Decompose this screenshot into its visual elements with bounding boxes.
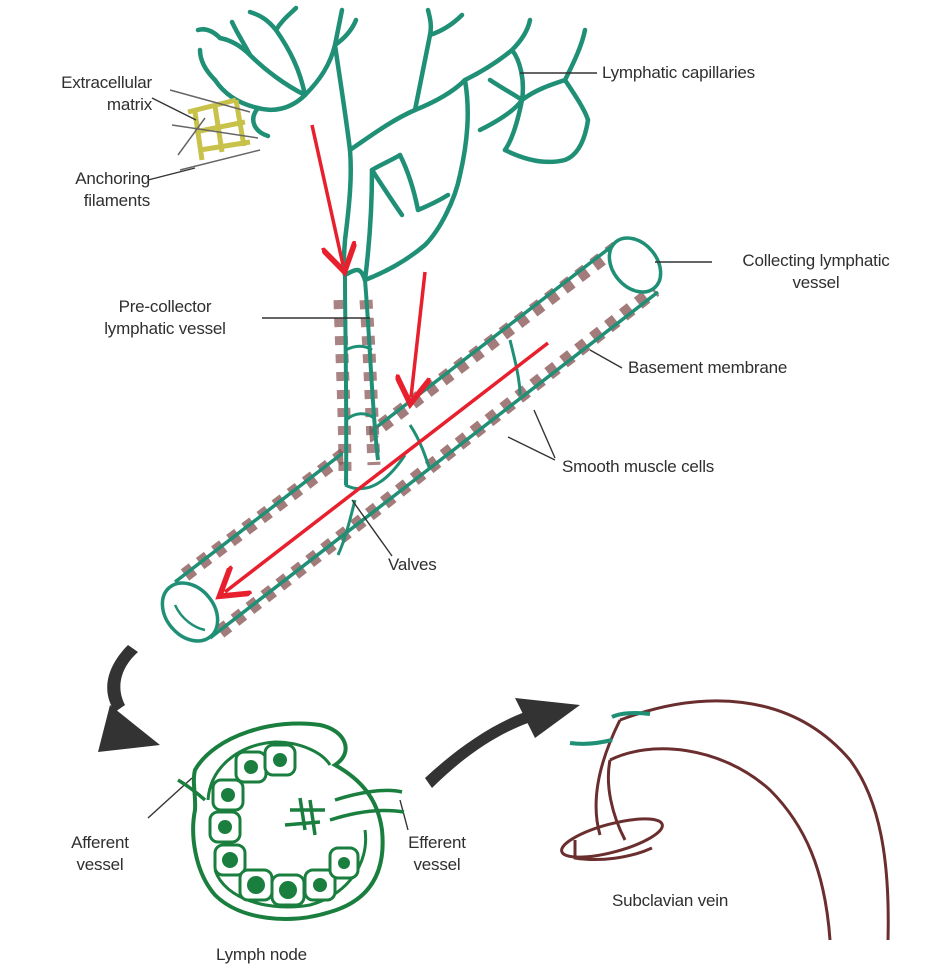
label-pre-collector-lymphatic-vessel: Pre-collector lymphatic vessel: [60, 296, 270, 340]
label-efferent-vessel: Efferent vessel: [392, 832, 482, 876]
label-afferent-vessel: Afferent vessel: [52, 832, 148, 876]
flow-arrow-capillary: [312, 125, 343, 265]
label-smooth-muscle-cells: Smooth muscle cells: [562, 456, 714, 478]
lymph-node-follicles: [210, 745, 358, 905]
label-anchoring-filaments: Anchoring filaments: [0, 168, 150, 212]
label-extracellular-matrix: Extracellular matrix: [0, 72, 152, 116]
label-lymph-node: Lymph node: [216, 944, 307, 966]
lymphatic-capillaries: [198, 8, 588, 280]
label-collecting-lymphatic-vessel: Collecting lymphatic vessel: [710, 250, 922, 294]
flow-arrow-precollector: [411, 272, 425, 397]
label-lymphatic-capillaries: Lymphatic capillaries: [602, 62, 755, 84]
label-subclavian-vein: Subclavian vein: [612, 890, 728, 912]
label-valves: Valves: [388, 554, 437, 576]
flow-arrow-collecting: [225, 343, 548, 592]
thoracic-duct-entry: [570, 713, 650, 744]
label-basement-membrane: Basement membrane: [628, 357, 787, 379]
